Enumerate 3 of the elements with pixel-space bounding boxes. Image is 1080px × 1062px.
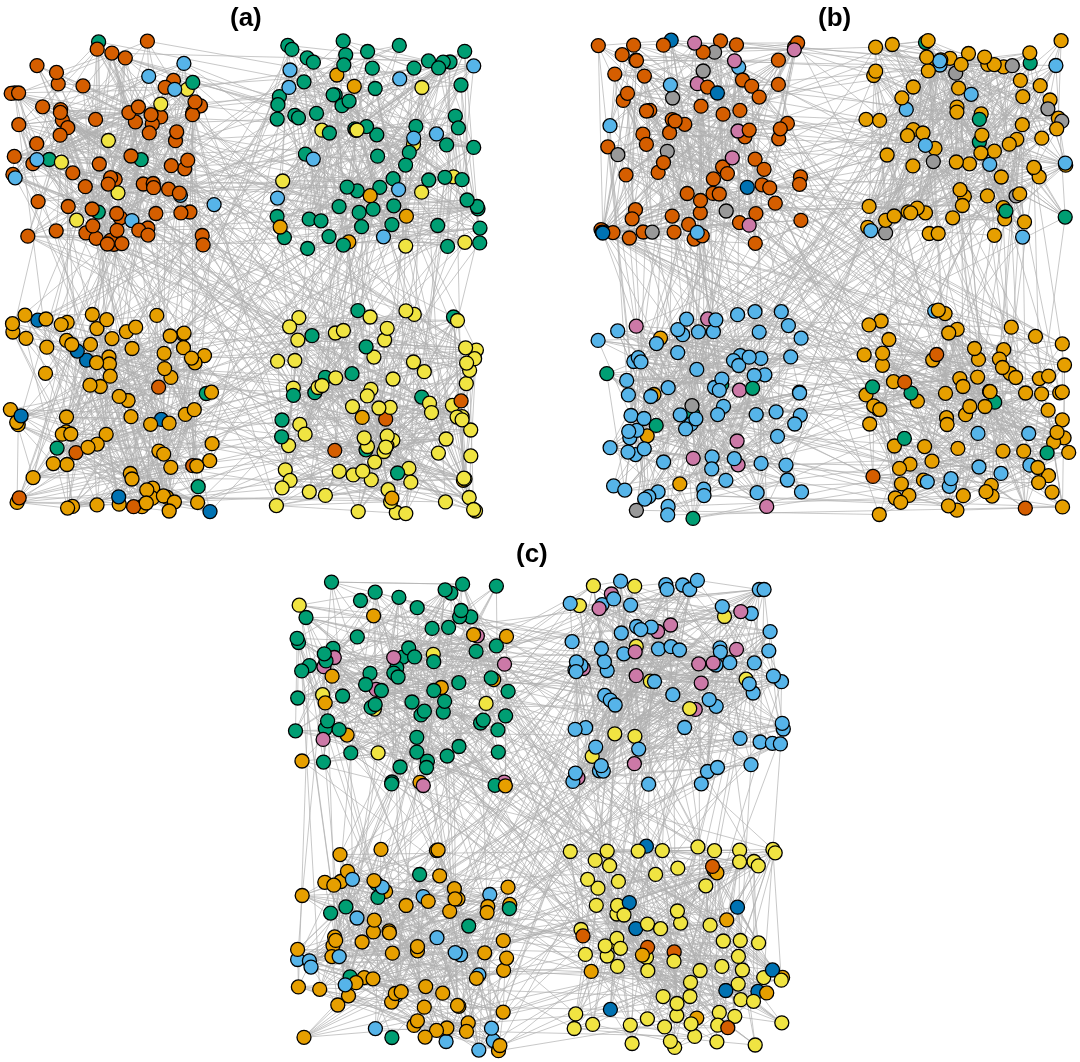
- panel-label: (a): [230, 4, 262, 30]
- panel-label: (c): [516, 540, 548, 566]
- panel-label: (b): [818, 4, 852, 30]
